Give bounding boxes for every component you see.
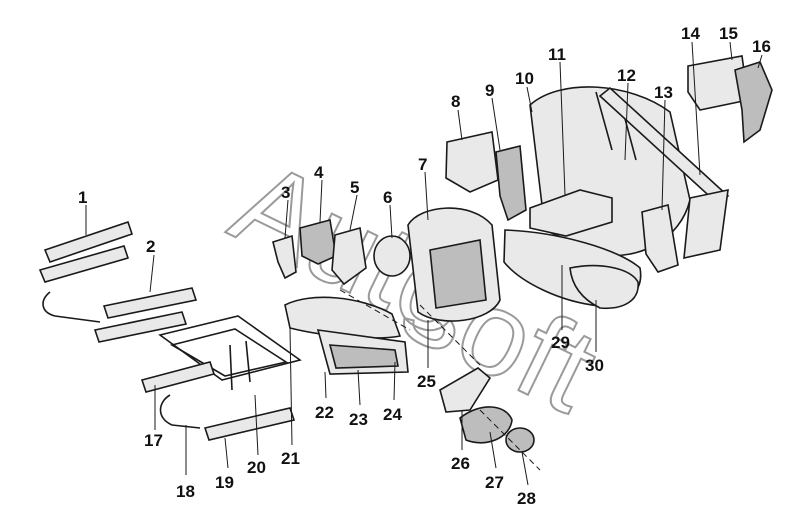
callout-14: 14 xyxy=(681,24,700,43)
callout-15: 15 xyxy=(719,24,738,43)
seat-frame-assembly xyxy=(140,315,302,441)
callout-6: 6 xyxy=(383,188,392,207)
part-9-side-hinge xyxy=(495,144,527,222)
callout-30: 30 xyxy=(585,356,604,375)
part-8-headrest-pad xyxy=(445,131,499,193)
callout-19: 19 xyxy=(215,473,234,492)
callout-27: 27 xyxy=(485,473,504,492)
part-13-side-bolster xyxy=(641,203,679,273)
callout-18: 18 xyxy=(176,482,195,501)
callout-11: 11 xyxy=(548,45,566,64)
part-4-mechanism-cover xyxy=(299,219,337,265)
callout-23: 23 xyxy=(349,410,368,429)
callout-4: 4 xyxy=(314,163,324,182)
part-3-bracket xyxy=(272,234,297,280)
part-29-rear-seat-cushion xyxy=(503,229,642,309)
callout-12: 12 xyxy=(617,66,636,85)
part-25-28-recliner-assembly xyxy=(439,367,535,453)
callout-3: 3 xyxy=(281,183,290,202)
callout-28: 28 xyxy=(517,489,536,508)
callout-8: 8 xyxy=(451,92,460,111)
assembly-line-recliner xyxy=(479,409,541,471)
callout-29: 29 xyxy=(551,333,570,352)
callout-16: 16 xyxy=(752,37,771,56)
callout-25: 25 xyxy=(417,372,436,391)
assembly-line-front xyxy=(419,304,481,366)
part-1-seat-rail-upper xyxy=(38,220,134,323)
part-5-hinge-plate xyxy=(331,226,367,286)
part-15-rear-headrest xyxy=(687,55,749,111)
callout-21: 21 xyxy=(281,449,300,468)
callout-10: 10 xyxy=(515,69,534,88)
callout-24: 24 xyxy=(383,405,402,424)
leader-lines xyxy=(85,41,763,486)
callout-2: 2 xyxy=(146,237,155,256)
callout-13: 13 xyxy=(654,83,673,102)
callout-labels: 1 2 3 4 5 6 7 8 9 10 11 12 13 14 15 16 1… xyxy=(78,24,771,508)
part-14-trim-strip-lower xyxy=(683,188,729,260)
part-7-seat-back-frame xyxy=(407,207,501,322)
callout-20: 20 xyxy=(247,458,266,477)
part-2-seat-rail-lower xyxy=(93,287,198,343)
parts xyxy=(38,55,773,471)
callout-7: 7 xyxy=(418,155,427,174)
callout-9: 9 xyxy=(485,81,494,100)
part-6-knob xyxy=(373,235,411,277)
part-16-headrest-bracket xyxy=(734,61,773,144)
callout-1: 1 xyxy=(78,188,87,207)
callout-17: 17 xyxy=(144,431,163,450)
callout-26: 26 xyxy=(451,454,470,473)
assembly-line-seat xyxy=(339,289,411,331)
part-11-armrest xyxy=(529,189,613,237)
callout-22: 22 xyxy=(315,403,334,422)
callout-5: 5 xyxy=(350,178,359,197)
